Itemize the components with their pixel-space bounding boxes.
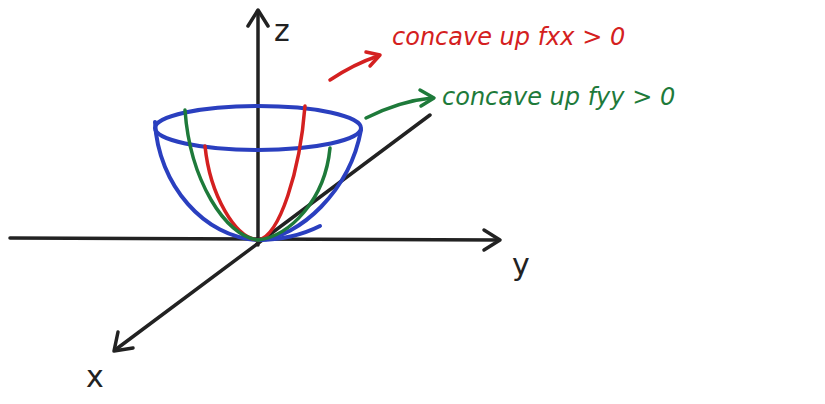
axis-label: y (512, 248, 530, 281)
red-leader-arrow (330, 52, 380, 80)
annotation-text: concave up fyy > 0 (442, 84, 675, 110)
axes (10, 10, 500, 351)
x-trace-curve (205, 106, 305, 240)
green-leader-arrow (366, 90, 434, 118)
annotation-text: concave up fxx > 0 (392, 24, 625, 50)
y-trace-curves (185, 110, 330, 240)
paraboloid-surface (155, 106, 361, 240)
axis-label: x (86, 360, 104, 393)
axis-label: z (274, 14, 290, 47)
